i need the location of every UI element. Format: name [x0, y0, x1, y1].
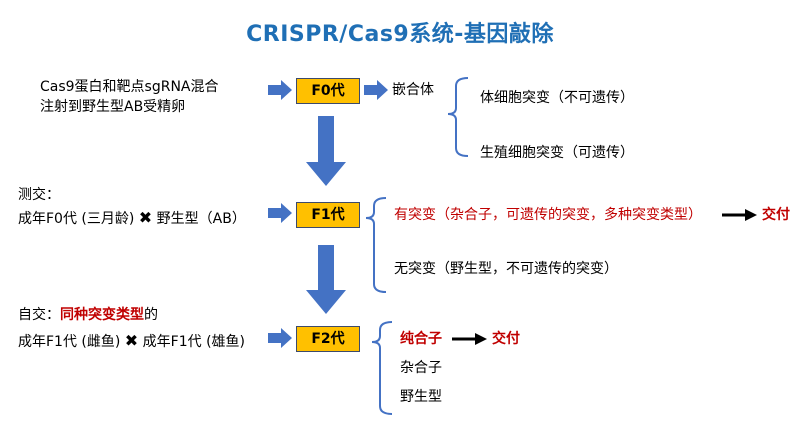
row2-label: 测交：	[18, 187, 60, 203]
row3-left: 成年F1代 (雌鱼) ✖ 成年F1代 (雄鱼)	[18, 330, 245, 353]
row3-label-highlight: 同种突变类型	[60, 307, 144, 323]
row3-label: 自交：同种突变类型的	[18, 305, 158, 326]
row2-deliver: 交付	[762, 207, 790, 223]
arrow-to-f2	[268, 328, 292, 348]
row3-branch-3: 野生型	[400, 389, 442, 405]
row3-left-part1: 成年F1代 (雌鱼)	[18, 334, 121, 350]
arrow-f0-to-result	[364, 80, 388, 100]
brace-row2	[365, 197, 387, 293]
brace-row3	[371, 321, 393, 415]
page-title: CRISPR/Cas9系统-基因敲除	[246, 22, 554, 47]
f1-box: F1代	[296, 202, 360, 228]
row1-result: 嵌合体	[392, 82, 434, 98]
row2-left-part1: 成年F0代 (三月龄)	[18, 211, 135, 227]
cross-icon: ✖	[138, 208, 153, 227]
row1-left-line2: 注射到野生型AB受精卵	[40, 99, 186, 115]
row3-label-prefix: 自交：	[18, 307, 60, 323]
arrow-to-f0	[268, 80, 292, 100]
row1-branch-bottom: 生殖细胞突变（可遗传）	[480, 145, 634, 161]
row1-branch-top: 体细胞突变（不可遗传）	[480, 90, 634, 106]
down-arrow-f0-f1	[306, 116, 346, 186]
down-arrow-f1-f2	[306, 245, 346, 314]
brace-row1	[447, 77, 469, 157]
cross-icon: ✖	[124, 331, 139, 350]
f2-box: F2代	[296, 326, 360, 352]
row1-left-line1: Cas9蛋白和靶点sgRNA混合	[40, 79, 219, 95]
arrow-to-f1	[268, 203, 292, 223]
row3-branch-2: 杂合子	[400, 360, 442, 376]
arrow-to-deliver-row3	[452, 333, 487, 345]
f0-box: F0代	[296, 78, 360, 104]
row2-branch-top: 有突变（杂合子，可遗传的突变，多种突变类型）	[394, 207, 702, 223]
row3-label-suffix: 的	[144, 307, 158, 323]
arrow-to-deliver-row2	[722, 209, 757, 221]
row2-left: 成年F0代 (三月龄) ✖ 野生型（AB）	[18, 207, 246, 230]
row3-left-part2: 成年F1代 (雄鱼)	[142, 334, 245, 350]
row3-branch-1: 纯合子	[400, 331, 442, 347]
row2-left-part2: 野生型（AB）	[156, 211, 246, 227]
row2-branch-bottom: 无突变（野生型，不可遗传的突变）	[394, 261, 618, 277]
row3-deliver: 交付	[492, 331, 520, 347]
